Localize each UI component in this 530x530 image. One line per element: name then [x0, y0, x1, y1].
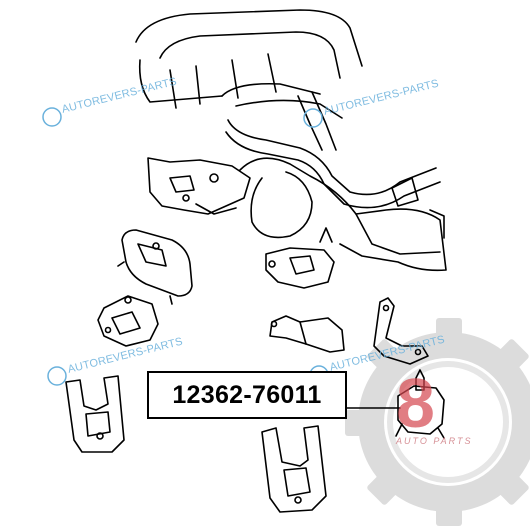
brand-number: 8 [396, 364, 435, 442]
heat-shield-plate [269, 315, 345, 353]
watermark-logo-icon [42, 107, 62, 127]
watermark-logo-icon [303, 108, 323, 128]
gear-logo-icon [345, 318, 530, 526]
engine-mount-insulator-left [117, 229, 193, 305]
part-number-label: 12362-76011 [147, 371, 347, 419]
frame-bracket-left [65, 375, 125, 453]
hose-pipes [225, 91, 441, 209]
engine-bracket-rear [147, 157, 251, 215]
transmission-housing [239, 157, 447, 272]
brand-tagline: AUTO PARTS [396, 436, 473, 446]
intake-duct [135, 9, 363, 119]
watermark-logo-icon [47, 366, 67, 386]
frame-bracket-bottom [261, 425, 327, 513]
mount-arm-right [373, 297, 429, 365]
transmission-mount [265, 227, 335, 289]
mount-insulator-small [395, 369, 445, 439]
engine-mount-bracket-left [97, 295, 159, 347]
